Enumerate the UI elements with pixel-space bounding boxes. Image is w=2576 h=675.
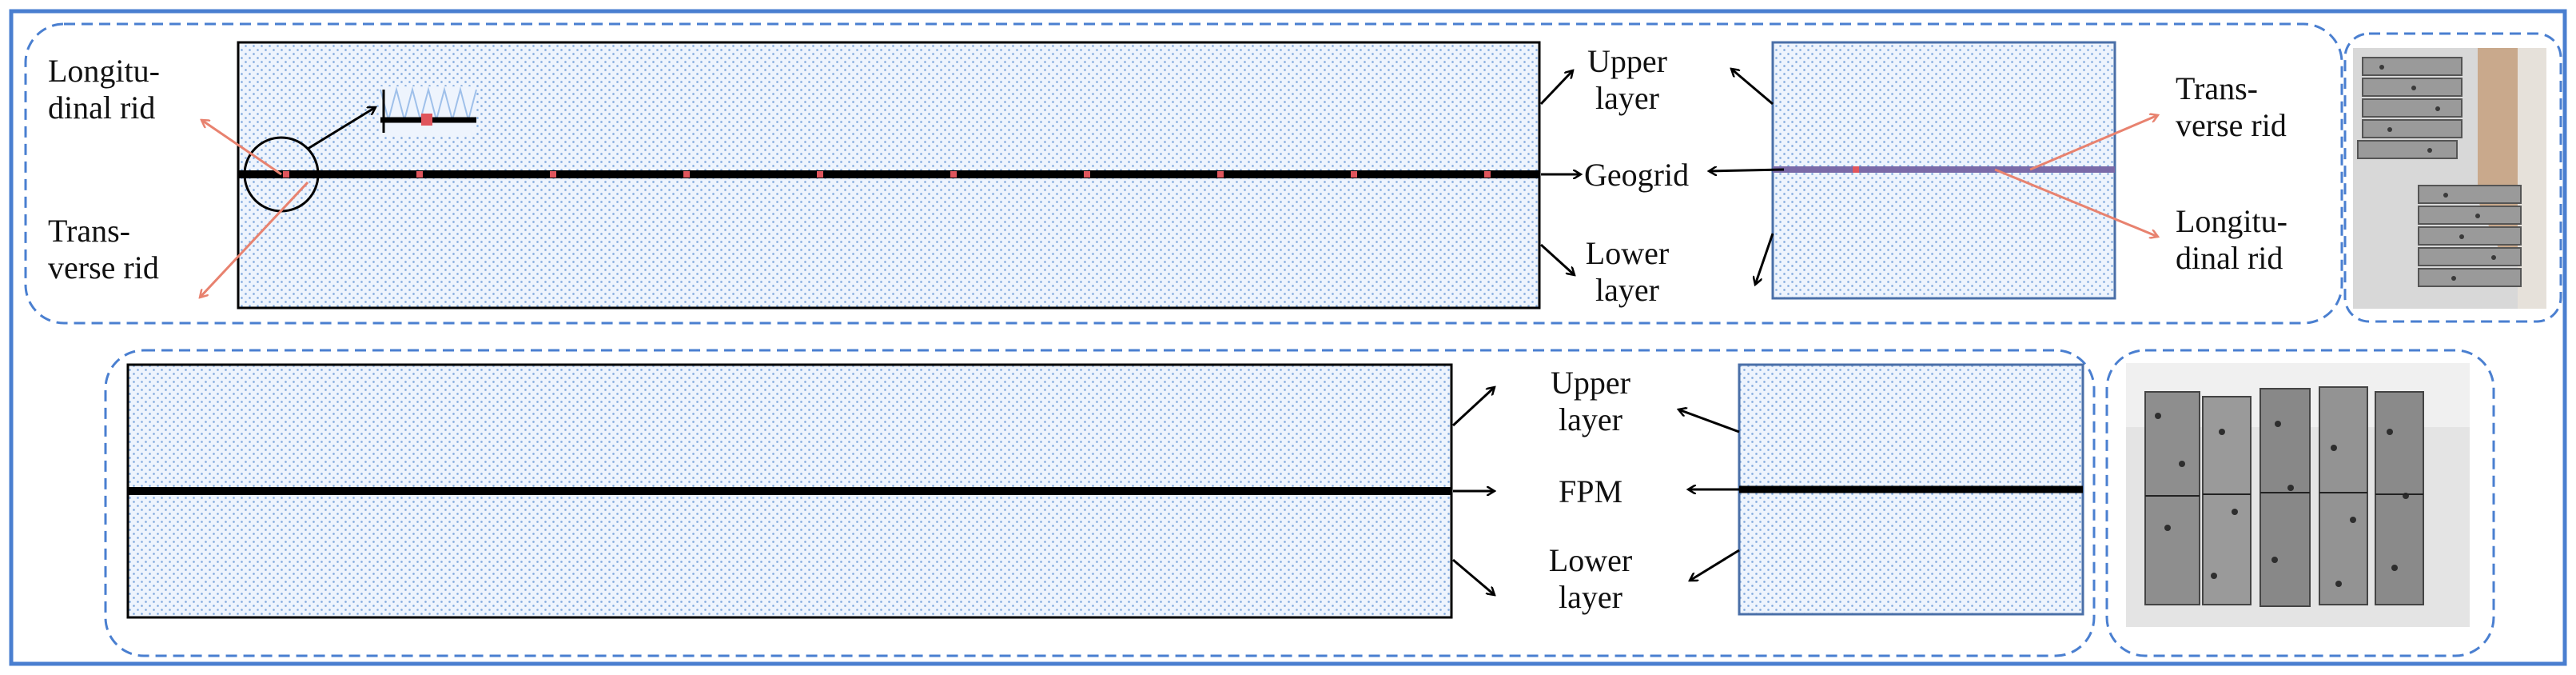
upper-layer-label-bottom: Upper layer bbox=[1551, 365, 1630, 437]
lower-layer-arrow-right bbox=[1755, 233, 1774, 285]
lower-layer-arrow-bottom-right bbox=[1690, 549, 1740, 582]
geogrid-specimen-photo bbox=[2353, 48, 2546, 309]
longitudinal-rib-label-right: Longitu- dinal rid bbox=[2176, 203, 2287, 276]
geogrid-label: Geogrid bbox=[1584, 157, 1690, 193]
upper-layer-label-top: Upper layer bbox=[1587, 43, 1667, 116]
upper-layer-arrow-bottom-right bbox=[1678, 409, 1740, 433]
geogrid-arrow-right bbox=[1709, 170, 1785, 171]
lower-layer-label-bottom: Lower layer bbox=[1548, 542, 1633, 615]
longitudinal-rib-label-left: Longitu- dinal rid bbox=[48, 53, 160, 126]
transverse-rib-label-left: Trans- verse rid bbox=[48, 213, 159, 286]
upper-layer-arrow-left bbox=[1539, 70, 1573, 106]
longitudinal-rib-arrow-left bbox=[201, 120, 282, 176]
geogrid-node-short bbox=[1853, 166, 1859, 173]
lower-layer-arrow-left bbox=[1539, 243, 1575, 275]
fpm-label: FPM bbox=[1558, 473, 1623, 509]
longitudinal-rib-arrow-right bbox=[1994, 168, 2158, 237]
upper-layer-arrow-bottom-left bbox=[1451, 387, 1495, 427]
zoom-arrow bbox=[307, 106, 376, 150]
top-group-box bbox=[24, 22, 2343, 325]
outer-frame bbox=[9, 9, 2567, 666]
transverse-rib-marks bbox=[283, 171, 1491, 178]
transverse-rib-arrow-right bbox=[2029, 115, 2158, 171]
upper-layer-arrow-right bbox=[1731, 69, 1774, 106]
fpm-specimen-photo bbox=[2126, 363, 2470, 627]
transverse-rib-arrow-left bbox=[200, 181, 309, 298]
bottom-group-box bbox=[104, 349, 2096, 657]
transverse-rib-label-right: Trans- verse rid bbox=[2176, 70, 2287, 143]
lower-layer-label-top: Lower layer bbox=[1585, 235, 1670, 308]
bottom-photo-box bbox=[2105, 349, 2495, 657]
top-photo-box bbox=[2343, 32, 2562, 323]
zoom-inset bbox=[380, 86, 477, 136]
lower-layer-arrow-bottom-left bbox=[1452, 558, 1495, 595]
